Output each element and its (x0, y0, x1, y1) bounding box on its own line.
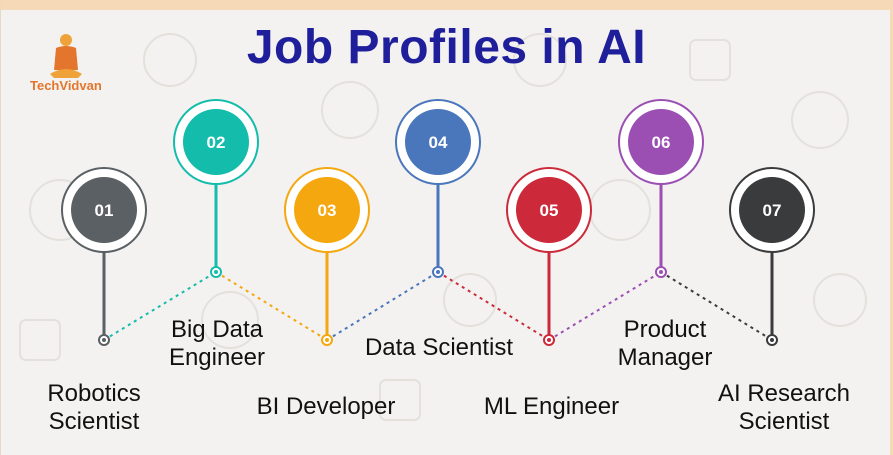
profile-label-04: Data Scientist (364, 334, 514, 361)
connector-06-07 (660, 271, 773, 341)
pin-03: 03 (284, 167, 370, 346)
pin-number-01: 01 (95, 201, 114, 220)
connector-02-03 (215, 271, 328, 341)
pin-number-04: 04 (429, 133, 448, 152)
pin-07: 07 (729, 167, 815, 346)
brand-name: TechVidvan (30, 78, 102, 93)
connector-01-02 (103, 271, 217, 341)
profile-label-05: ML Engineer (483, 393, 620, 420)
person-logo-icon (50, 34, 82, 78)
pin-number-02: 02 (207, 133, 226, 152)
pin-01: 01 (61, 167, 147, 346)
connector-04-05 (437, 271, 550, 341)
connector-03-04 (326, 271, 439, 341)
pin-02: 02 (173, 99, 259, 278)
pin-number-05: 05 (540, 201, 559, 220)
pin-06: 06 (618, 99, 704, 278)
pin-04: 04 (395, 99, 481, 278)
connector-05-06 (548, 271, 662, 341)
pin-05: 05 (506, 167, 592, 346)
pin-number-03: 03 (318, 201, 337, 220)
pin-number-06: 06 (652, 133, 671, 152)
profile-label-03: BI Developer (256, 393, 396, 420)
page-title: Job Profiles in AI (246, 21, 647, 74)
pin-number-07: 07 (763, 201, 782, 220)
